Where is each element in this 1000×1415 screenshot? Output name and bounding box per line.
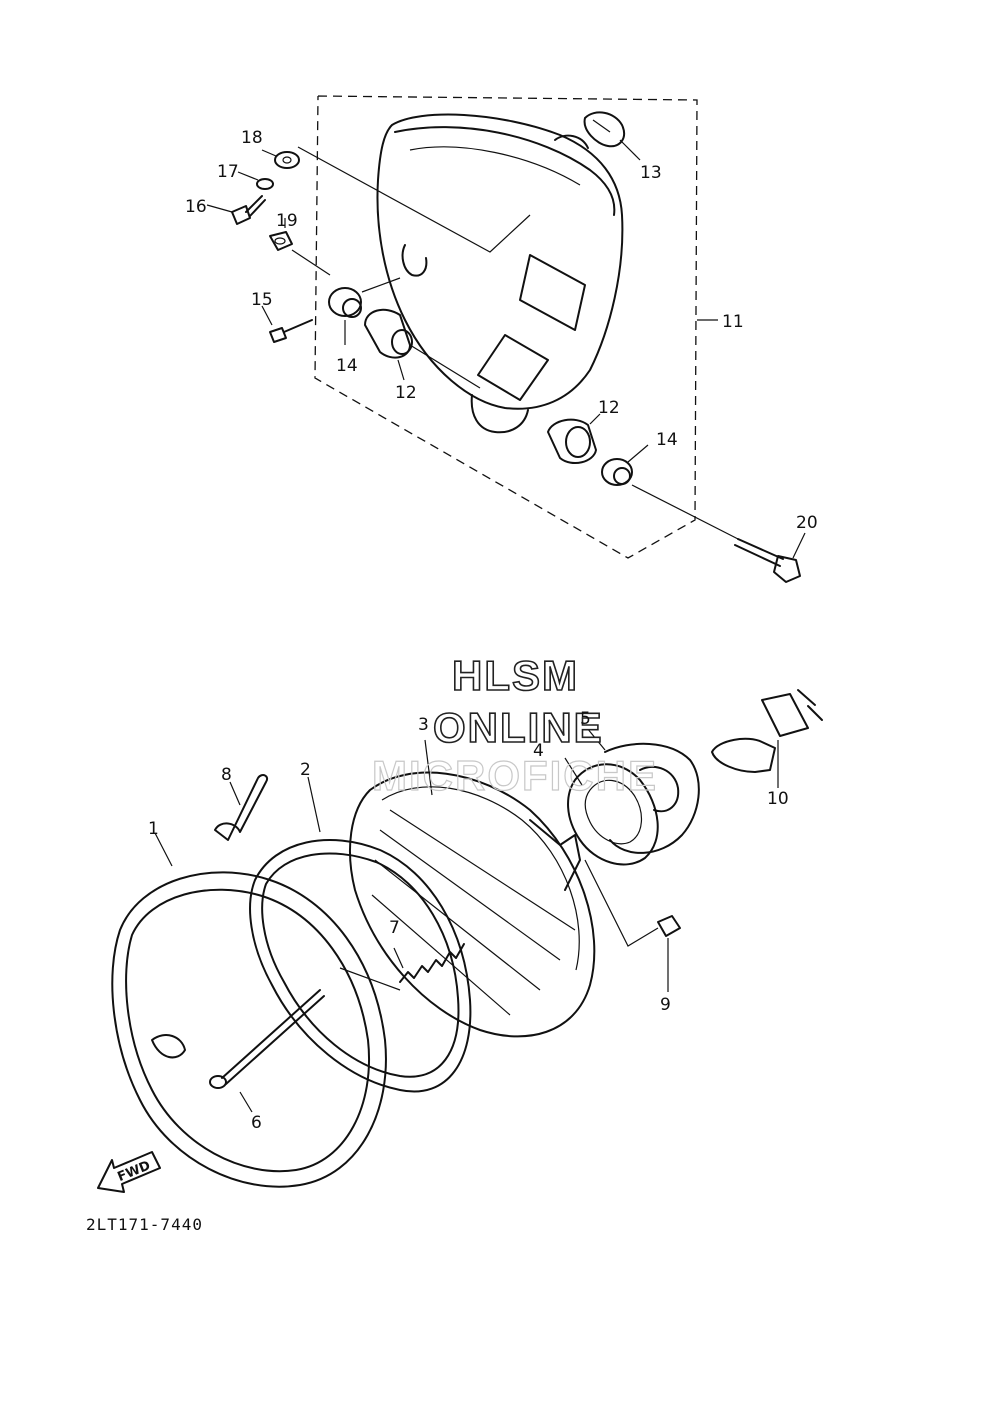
part-13-clip [583,111,641,161]
part-3-lens-unit [349,739,596,1038]
callout-3: 3 [418,715,429,735]
callout-13: 13 [640,163,662,183]
callout-20: 20 [796,513,818,533]
part-17-washer [237,171,274,190]
part-19-nut [269,218,331,276]
watermark-microfiche: MICROFICHE [372,752,658,799]
part-6-screw [209,989,325,1113]
callout-8: 8 [221,765,232,785]
part-16-bolt [206,195,266,225]
part-7-spring [339,943,465,991]
callout-18: 18 [241,128,263,148]
callout-7: 7 [389,918,400,938]
diagram-code: 2LT171-7440 [86,1215,203,1234]
part-18-washer [261,146,531,253]
callout-11: 11 [722,312,744,332]
part-1-rim [111,832,387,1188]
callout-14-left: 14 [336,356,358,376]
callout-5: 5 [580,709,591,729]
part-8-clip [214,774,268,841]
callout-12-left: 12 [395,383,417,403]
headlight-housing [376,113,624,434]
part-14-grommet-right [601,444,649,486]
part-15-screw [261,305,313,343]
callout-12-right: 12 [598,398,620,418]
part-12-bushing-right [547,413,601,465]
callout-2: 2 [300,760,311,780]
callout-4: 4 [533,741,544,761]
callout-9: 9 [660,995,671,1015]
callout-17: 17 [217,162,239,182]
callout-19: 19 [276,211,298,231]
part-2-ring [249,776,472,1093]
part-5-socket-cover [586,727,700,854]
part-9-clip [584,859,681,992]
part-20-bolt [631,484,806,583]
part-12-bushing-left [364,308,481,389]
callout-1: 1 [148,819,159,839]
fwd-label: FWD [115,1158,152,1185]
watermark-online: ONLINE [433,704,604,751]
part-10-bulb [711,689,823,788]
callout-14-right: 14 [656,430,678,450]
callout-15: 15 [251,290,273,310]
watermark-hlsm: HLSM [452,652,579,699]
part-4-socket-ring [564,757,659,866]
callout-10: 10 [767,789,789,809]
callout-6: 6 [251,1113,262,1133]
callout-16: 16 [185,197,207,217]
part-14-grommet-left [328,277,401,345]
assembly-11-boundary [314,95,698,559]
fwd-arrow-icon: FWD [97,1151,161,1193]
